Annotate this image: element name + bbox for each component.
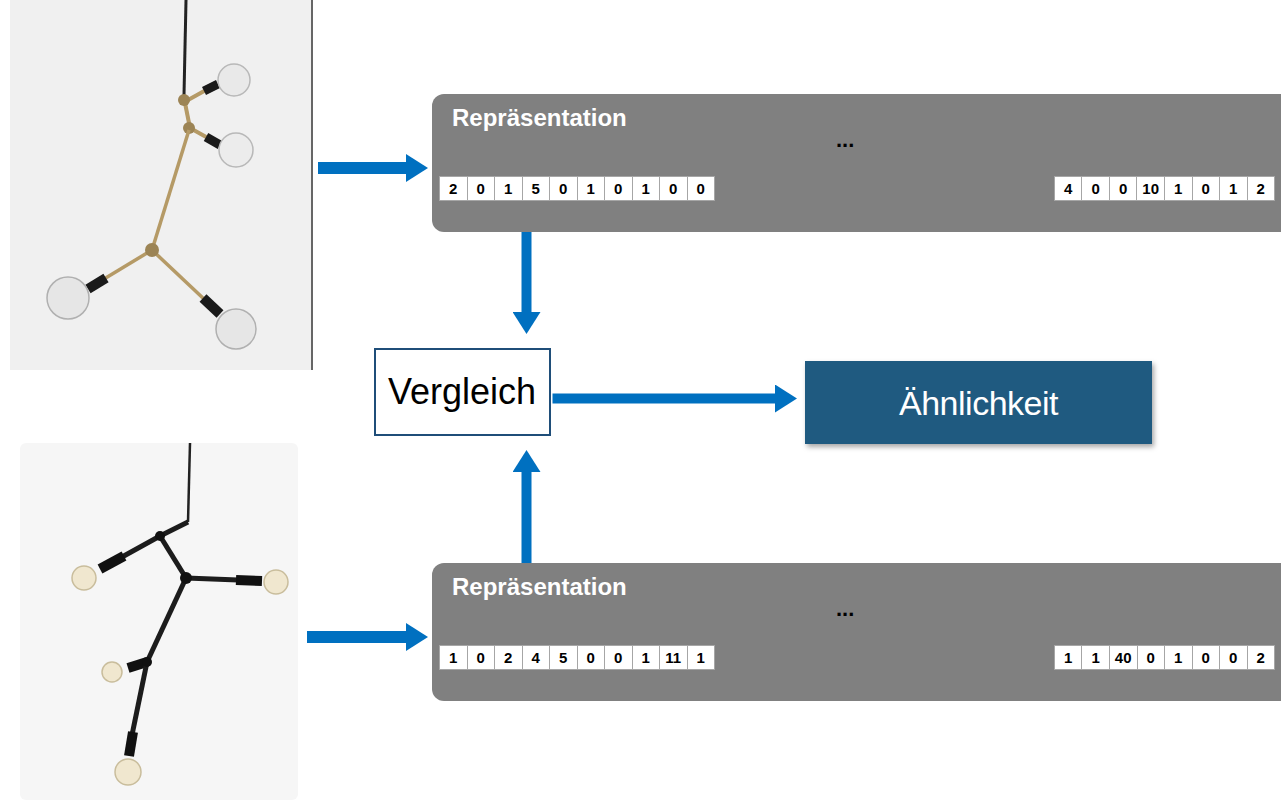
flow-arrow bbox=[522, 232, 532, 312]
vector-cell: 0 bbox=[604, 645, 633, 670]
process-box: Vergleich bbox=[374, 348, 551, 436]
lamp-rod bbox=[188, 90, 206, 100]
vector-cell: 40 bbox=[1109, 645, 1138, 670]
node-text: Repräsentation bbox=[452, 572, 627, 602]
vector-cell: 0 bbox=[467, 645, 496, 670]
photo-ground bbox=[20, 443, 298, 800]
vector-cell: 1 bbox=[439, 645, 468, 670]
lamp-cord bbox=[184, 0, 186, 95]
lamp-rod bbox=[147, 578, 186, 662]
lamp-rod bbox=[160, 536, 186, 578]
lamp-bulb bbox=[216, 309, 256, 349]
lamp-socket bbox=[100, 556, 124, 569]
lamp-bulb bbox=[115, 759, 141, 785]
vector-row: 2015010100 bbox=[440, 176, 715, 201]
vector-cell: 0 bbox=[577, 645, 606, 670]
vector-cell: 1 bbox=[687, 645, 716, 670]
lamp-rod bbox=[122, 536, 160, 557]
vector-cell: 2 bbox=[494, 645, 523, 670]
vector-cell: 0 bbox=[687, 176, 716, 201]
vector-cell: 0 bbox=[1192, 176, 1221, 201]
input-arrow bbox=[307, 623, 428, 651]
vector-cell: 4 bbox=[1054, 176, 1083, 201]
arrow-head bbox=[406, 623, 428, 651]
lamp-socket bbox=[203, 298, 220, 314]
arrow-shaft bbox=[318, 162, 406, 174]
photo-edge bbox=[311, 0, 313, 370]
representation-panel: Repräsentation10245001111...114001002 bbox=[432, 563, 1281, 701]
representation-panel: Repräsentation2015010100...400101012 bbox=[432, 94, 1281, 232]
lamp-rod bbox=[132, 662, 147, 735]
arrow-shaft bbox=[307, 631, 406, 643]
lamp-joint bbox=[178, 94, 190, 106]
vector-cell: 10 bbox=[1136, 176, 1165, 201]
node-text: Repräsentation bbox=[452, 103, 627, 133]
node-text: Ähnlichkeit bbox=[899, 383, 1058, 423]
vector-cell: 5 bbox=[549, 645, 578, 670]
lamp-bulb bbox=[218, 64, 250, 96]
vector-cell: 0 bbox=[604, 176, 633, 201]
lamp-joint bbox=[155, 531, 165, 541]
vector-cell: 2 bbox=[1247, 176, 1276, 201]
vector-cell: 2 bbox=[1247, 645, 1276, 670]
vector-cell: 1 bbox=[1164, 176, 1193, 201]
lamp-joint bbox=[180, 572, 192, 584]
photo-ground bbox=[10, 0, 312, 370]
lamp-bulb bbox=[47, 277, 89, 319]
lamp-rod bbox=[152, 130, 189, 250]
lamp-bulb bbox=[72, 566, 96, 590]
lamp-socket bbox=[129, 732, 133, 756]
vector-cell: 0 bbox=[1192, 645, 1221, 670]
lamp-joint bbox=[145, 243, 159, 257]
vector-cell: 4 bbox=[522, 645, 551, 670]
lamp-joint bbox=[142, 657, 152, 667]
vector-cell: 0 bbox=[1219, 645, 1248, 670]
vector-cell: 1 bbox=[494, 176, 523, 201]
vector-cell: 2 bbox=[439, 176, 468, 201]
vector-cell: 0 bbox=[467, 176, 496, 201]
vector-row: 114001002 bbox=[1055, 645, 1275, 670]
lamp-rod bbox=[186, 578, 238, 580]
lamp-photo-black bbox=[20, 443, 298, 800]
ellipsis-text: ... bbox=[836, 597, 854, 621]
lamp-socket bbox=[236, 580, 262, 581]
vector-row: 10245001111 bbox=[440, 645, 715, 670]
lamp-socket bbox=[204, 84, 218, 91]
ellipsis-text: ... bbox=[836, 128, 854, 152]
connector-group bbox=[527, 232, 776, 563]
vector-row: 400101012 bbox=[1055, 176, 1275, 201]
vector-cell: 0 bbox=[1109, 176, 1138, 201]
vector-cell: 1 bbox=[1164, 645, 1193, 670]
lamp-bulb bbox=[264, 570, 288, 594]
vector-cell: 0 bbox=[549, 176, 578, 201]
vector-cell: 5 bbox=[522, 176, 551, 201]
arrow-head bbox=[406, 154, 428, 182]
lamp-bulb bbox=[219, 133, 253, 167]
vector-cell: 0 bbox=[1081, 176, 1110, 201]
vector-cell: 1 bbox=[1081, 645, 1110, 670]
vector-cell: 0 bbox=[659, 176, 688, 201]
vector-cell: 0 bbox=[1137, 645, 1166, 670]
lamp-photo-brass bbox=[10, 0, 312, 370]
vector-cell: 11 bbox=[659, 645, 688, 670]
vector-cell: 1 bbox=[632, 645, 661, 670]
input-arrow bbox=[318, 154, 428, 182]
lamp-socket bbox=[88, 278, 106, 289]
ellipsis-mark: ... bbox=[836, 128, 854, 152]
node-text: Vergleich bbox=[388, 371, 536, 413]
vector-cell: 1 bbox=[577, 176, 606, 201]
lamp-rod bbox=[152, 250, 205, 300]
lamp-cord bbox=[188, 443, 190, 522]
vector-cell: 1 bbox=[1054, 645, 1083, 670]
result-box: Ähnlichkeit bbox=[805, 361, 1152, 444]
flow-arrow bbox=[522, 472, 532, 563]
lamp-bulb bbox=[102, 662, 122, 682]
lamp-socket bbox=[206, 137, 220, 145]
vector-cell: 1 bbox=[632, 176, 661, 201]
lamp-rod bbox=[104, 250, 152, 279]
ellipsis-mark: ... bbox=[836, 597, 854, 621]
vector-cell: 1 bbox=[1219, 176, 1248, 201]
flow-arrow bbox=[553, 394, 776, 404]
